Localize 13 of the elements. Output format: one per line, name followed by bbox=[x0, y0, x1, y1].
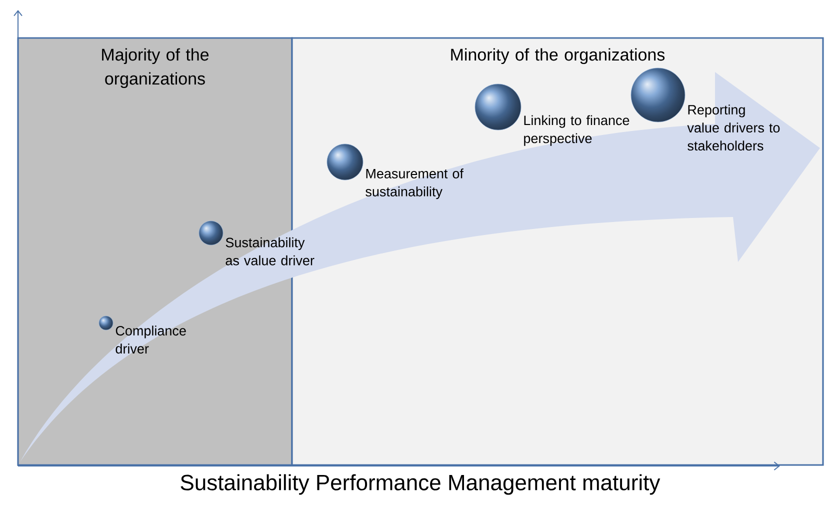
axis-title: Sustainability Performance Management maturity bbox=[180, 474, 660, 495]
sphere bbox=[630, 68, 686, 122]
step-label: Linking to finance perspective bbox=[524, 115, 630, 146]
panel-heading: Majority of the organizations bbox=[102, 48, 209, 88]
sphere bbox=[326, 144, 364, 180]
sphere bbox=[474, 84, 522, 130]
sphere bbox=[98, 316, 114, 330]
step-label: Sustainability as value driver bbox=[226, 237, 314, 266]
sphere bbox=[198, 220, 224, 246]
step-label: Measurement of sustainability bbox=[366, 168, 464, 200]
panel-heading: Minority of the organizations bbox=[451, 48, 665, 64]
step-label: Compliance driver bbox=[116, 326, 186, 354]
step-label: Reporting value drivers to stakeholders bbox=[687, 104, 780, 151]
